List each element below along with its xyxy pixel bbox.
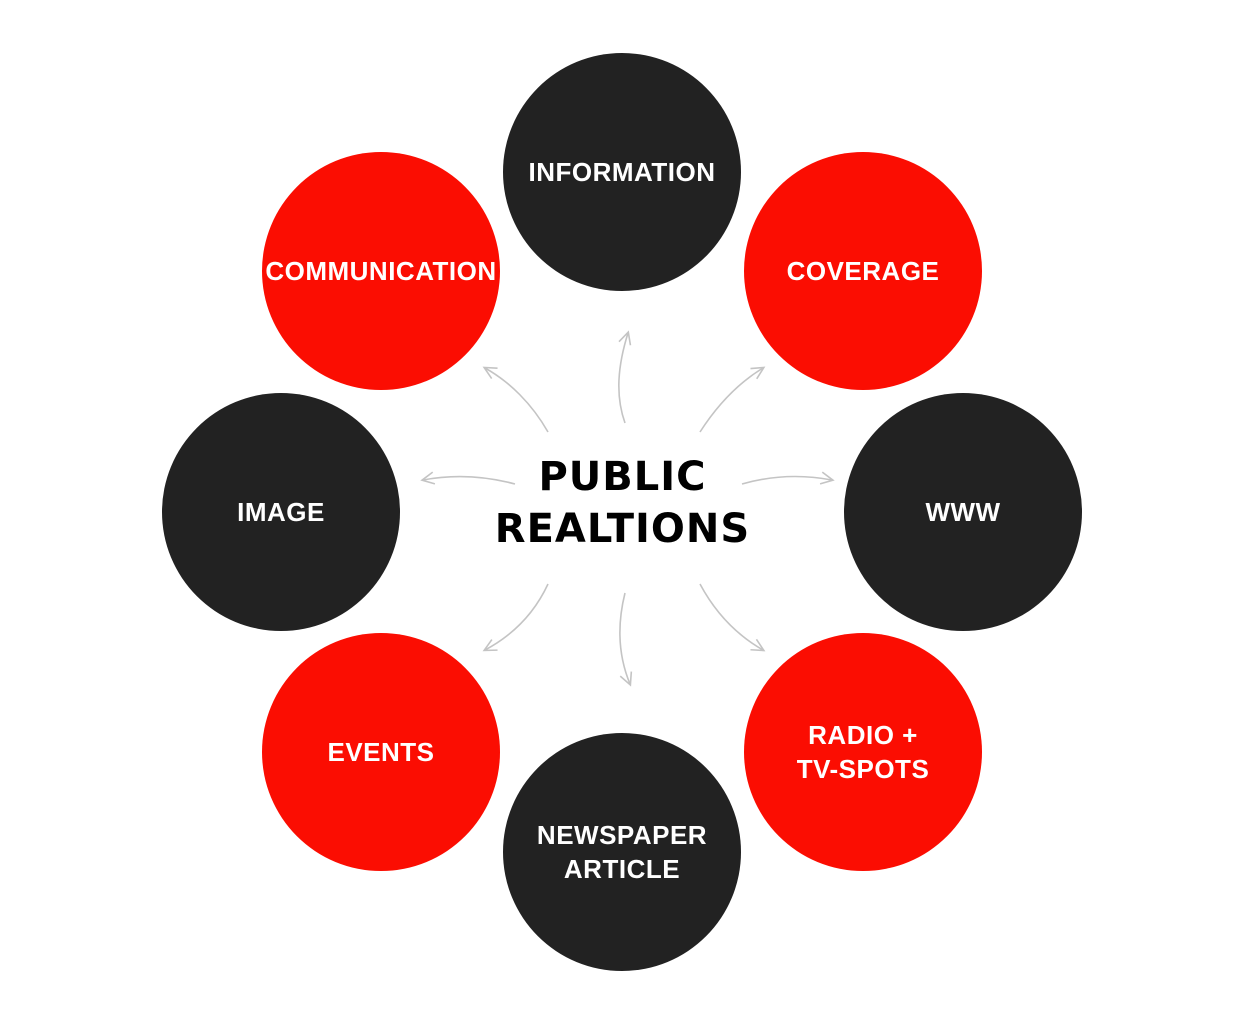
node-radio-tv-spots: RADIO + TV-SPOTS (744, 633, 982, 871)
arrow-to-www (741, 471, 835, 485)
node-label-information: INFORMATION (528, 157, 716, 187)
node-newspaper-article: NEWSPAPER ARTICLE (503, 733, 741, 971)
arrow-to-events (482, 583, 549, 652)
node-label-image: IMAGE (237, 497, 325, 527)
node-label-www: WWW (925, 497, 1001, 527)
center-title-line-2: REALTIONS (494, 505, 751, 552)
arrow-to-communication (482, 366, 549, 433)
node-label-coverage: COVERAGE (786, 256, 940, 286)
node-coverage: COVERAGE (744, 152, 982, 390)
arrow-to-image (420, 471, 516, 485)
node-label-newspaper-article: NEWSPAPER ARTICLE (536, 820, 708, 884)
node-www: WWW (844, 393, 1082, 631)
arrow-to-information (618, 330, 632, 424)
node-information: INFORMATION (503, 53, 741, 291)
node-image: IMAGE (162, 393, 400, 631)
arrow-to-newspaper-article (619, 592, 633, 687)
node-events: EVENTS (262, 633, 500, 871)
center-title-line-1: PUBLIC (538, 453, 707, 500)
node-label-events: EVENTS (327, 737, 435, 767)
center-title: PUBLIC REALTIONS (430, 445, 815, 560)
node-label-communication: COMMUNICATION (265, 256, 497, 286)
arrow-to-radio-tv-spots (699, 583, 766, 652)
node-communication: COMMUNICATION (262, 152, 500, 390)
node-label-radio-tv-spots: RADIO + TV-SPOTS (796, 720, 930, 784)
arrow-to-coverage (699, 366, 766, 433)
